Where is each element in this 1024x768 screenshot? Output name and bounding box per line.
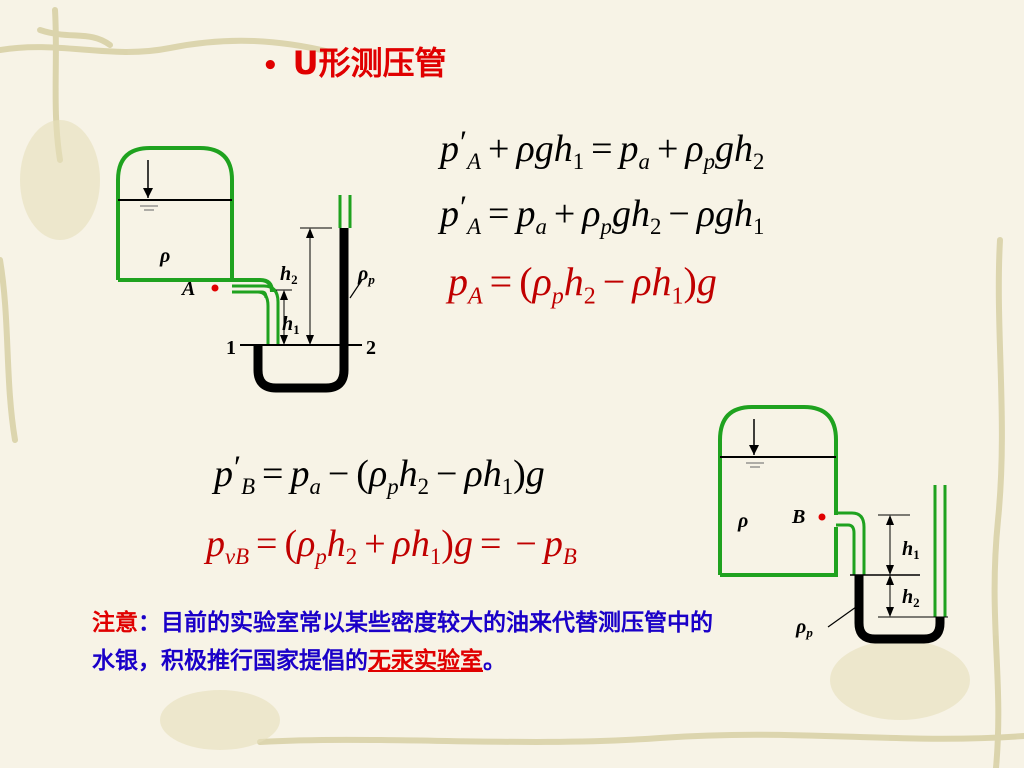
section-2-label: 2: [366, 337, 376, 359]
h1-label-b: h1: [902, 538, 920, 562]
bullet-icon: •: [262, 51, 279, 81]
rhop-label-a: ρp: [357, 263, 375, 287]
equation-1: p′A+ρgh1=pa+ρpgh2: [440, 123, 765, 174]
point-a-marker: [211, 284, 219, 292]
note-paragraph: 注意：目前的实验室常以某些密度较大的油来代替测压管中的水银，积极推行国家提倡的无…: [92, 610, 713, 674]
equation-3: pA=(ρph2−ρh1)g: [448, 259, 717, 310]
rhop-label-b: ρp: [795, 616, 813, 640]
equation-2: p′A=pa+ρpgh2−ρgh1: [440, 188, 765, 239]
h1-label-a: h1: [282, 313, 300, 337]
point-b-label: B: [791, 506, 805, 528]
equation-4: p′B=pa−(ρph2−ρh1)g: [214, 448, 545, 499]
h2-label-b: h2: [902, 586, 920, 610]
note-highlight: 无汞实验室: [368, 648, 483, 674]
u-tube-diagram-a: ρ A h2 h1 ρp 1 2: [116, 146, 376, 393]
slide-title: •U形测压管: [262, 44, 447, 82]
rho-label-b: ρ: [737, 510, 748, 532]
note-prefix: 注意: [92, 610, 138, 636]
point-b-marker: [818, 513, 826, 521]
u-tube-diagram-b: ρ B h1 h2 ρp: [718, 405, 948, 644]
point-a-label: A: [180, 278, 195, 300]
section-1-label: 1: [226, 337, 236, 359]
h2-label-a: h2: [280, 263, 298, 287]
rho-label-a: ρ: [159, 245, 170, 267]
equation-5: pvB=(ρph2+ρh1)g=−pB: [206, 523, 577, 569]
note-body: 目前的实验室常以某些密度较大的油来代替测压管中的水银，积极推行国家提倡的: [92, 610, 713, 674]
